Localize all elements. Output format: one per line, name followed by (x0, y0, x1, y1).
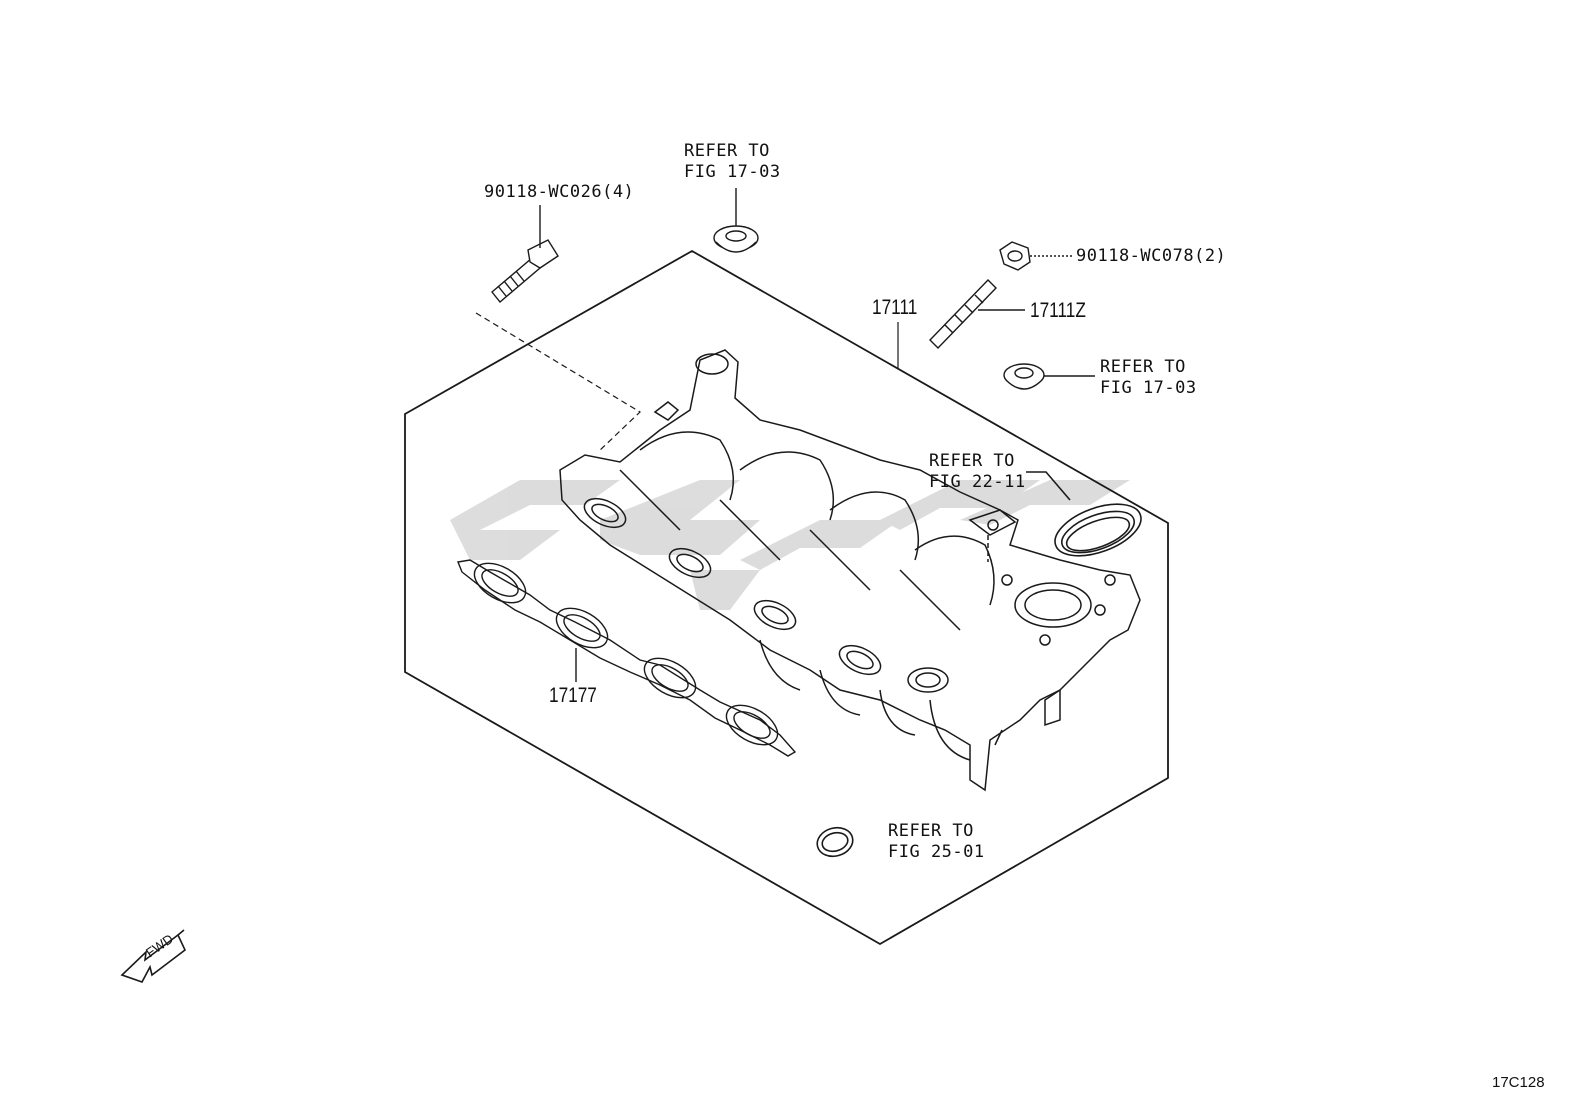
gasket-part-number: 17177 (549, 684, 597, 707)
bolt-part-number: 90118-WC026(4) (484, 182, 635, 202)
watermark-logo (450, 480, 1130, 610)
grommet-right-icon (1003, 363, 1095, 390)
bolt-icon (491, 205, 559, 304)
refer-ring-line1: REFER TO (929, 451, 1015, 471)
manifold-part-number: 17111 (872, 296, 918, 319)
refer-right-line1: REFER TO (1100, 357, 1186, 377)
seal-ring-icon (1026, 471, 1142, 557)
refer-top-line1: REFER TO (684, 141, 770, 161)
figure-reference: 17C128 (1492, 1074, 1545, 1091)
stud-part-number: 17111Z (1030, 299, 1086, 322)
stud-icon (929, 279, 1025, 349)
refer-bottom-line1: REFER TO (888, 821, 974, 841)
intake-manifold-icon (559, 349, 1141, 792)
nut-part-number: 90118-WC078(2) (1076, 246, 1227, 266)
refer-right-line2: FIG 17-03 (1100, 378, 1197, 398)
fwd-arrow-icon (120, 929, 186, 983)
refer-ring-line2: FIG 22-11 (929, 472, 1026, 492)
refer-bottom-line2: FIG 25-01 (888, 842, 985, 862)
assembly-frame (404, 249, 1169, 946)
bolt-guide-line (475, 312, 641, 453)
o-ring-icon (816, 826, 854, 858)
gasket-icon (457, 559, 797, 757)
refer-top-line2: FIG 17-03 (684, 162, 781, 182)
nut-icon (999, 241, 1072, 271)
grommet-top-icon (713, 188, 759, 253)
